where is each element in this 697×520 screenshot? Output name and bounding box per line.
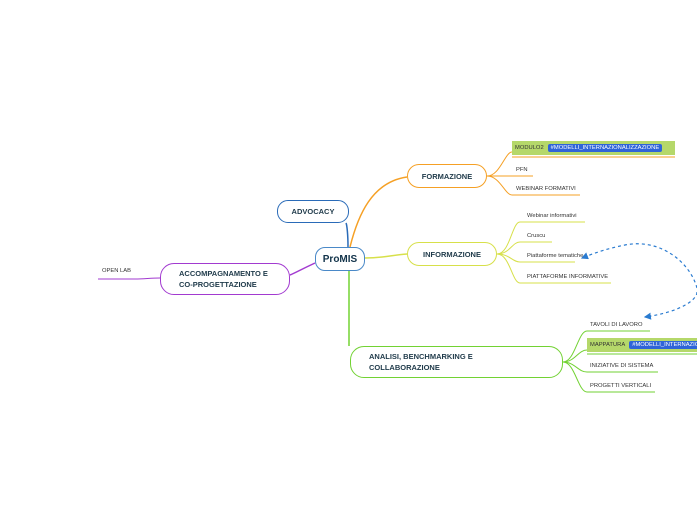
branch-analisi-line2: COLLABORAZIONE — [369, 363, 440, 372]
link-advocacy — [345, 222, 349, 248]
leaf-pfn[interactable]: PFN — [516, 167, 528, 173]
link-formazione — [349, 176, 408, 248]
leaf-tavoli-di-lavoro[interactable]: TAVOLI DI LAVORO — [590, 322, 643, 328]
leaf-webinar-informativi[interactable]: Webinar informativi — [527, 213, 577, 219]
central-topic[interactable]: ProMIS — [315, 247, 365, 271]
branch-accompagnamento[interactable]: ACCOMPAGNAMENTO E CO-PROGETTAZIONE — [160, 263, 290, 295]
leaf-piattaforme-tematiche[interactable]: Piattaforme tematiche — [527, 253, 584, 259]
leaf-piattaforme-informative[interactable]: PIATTAFORME INFORMATIVE — [527, 274, 609, 280]
leaf-modulo[interactable]: MODULO2 #MODELLI_INTERNAZIONALIZZAZIONE — [512, 141, 675, 155]
leaf-mappatura[interactable]: MAPPATURA #MODELLI_INTERNAZIO — [587, 338, 697, 352]
branch-analisi[interactable]: ANALISI, BENCHMARKING E COLLABORAZIONE — [350, 346, 563, 378]
leaf-webinar-formativi[interactable]: WEBINAR FORMATIVI — [516, 186, 576, 192]
branch-accompagnamento-line2: CO-PROGETTAZIONE — [179, 280, 257, 289]
branch-analisi-line1: ANALISI, BENCHMARKING E — [369, 352, 473, 361]
link-accompagnamento — [289, 262, 316, 276]
branch-formazione[interactable]: FORMAZIONE — [407, 164, 487, 188]
leaf-mappatura-label: MAPPATURA — [590, 342, 626, 348]
tag-modelli-internazio[interactable]: #MODELLI_INTERNAZIO — [629, 341, 697, 349]
leaf-progetti-verticali[interactable]: PROGETTI VERTICALI — [590, 383, 652, 389]
relation-arrow — [580, 243, 697, 289]
leaf-open-lab[interactable]: OPEN LAB — [102, 268, 131, 274]
branch-informazione[interactable]: INFORMAZIONE — [407, 242, 497, 266]
link-informazione — [364, 253, 408, 259]
leaf-modulo-label: MODULO2 — [515, 145, 544, 151]
tag-modelli-internazionalizzazione[interactable]: #MODELLI_INTERNAZIONALIZZAZIONE — [547, 144, 663, 152]
relation-arrow-lower — [643, 291, 697, 320]
leaf-iniziative-di-sistema[interactable]: INIZIATIVE DI SISTEMA — [590, 363, 654, 369]
link-webinar — [486, 175, 513, 196]
leaf-cruscu[interactable]: Cruscu — [527, 233, 546, 239]
branch-accompagnamento-line1: ACCOMPAGNAMENTO E — [179, 269, 268, 278]
link-modulo — [486, 151, 513, 177]
branch-advocacy[interactable]: ADVOCACY — [277, 200, 349, 223]
